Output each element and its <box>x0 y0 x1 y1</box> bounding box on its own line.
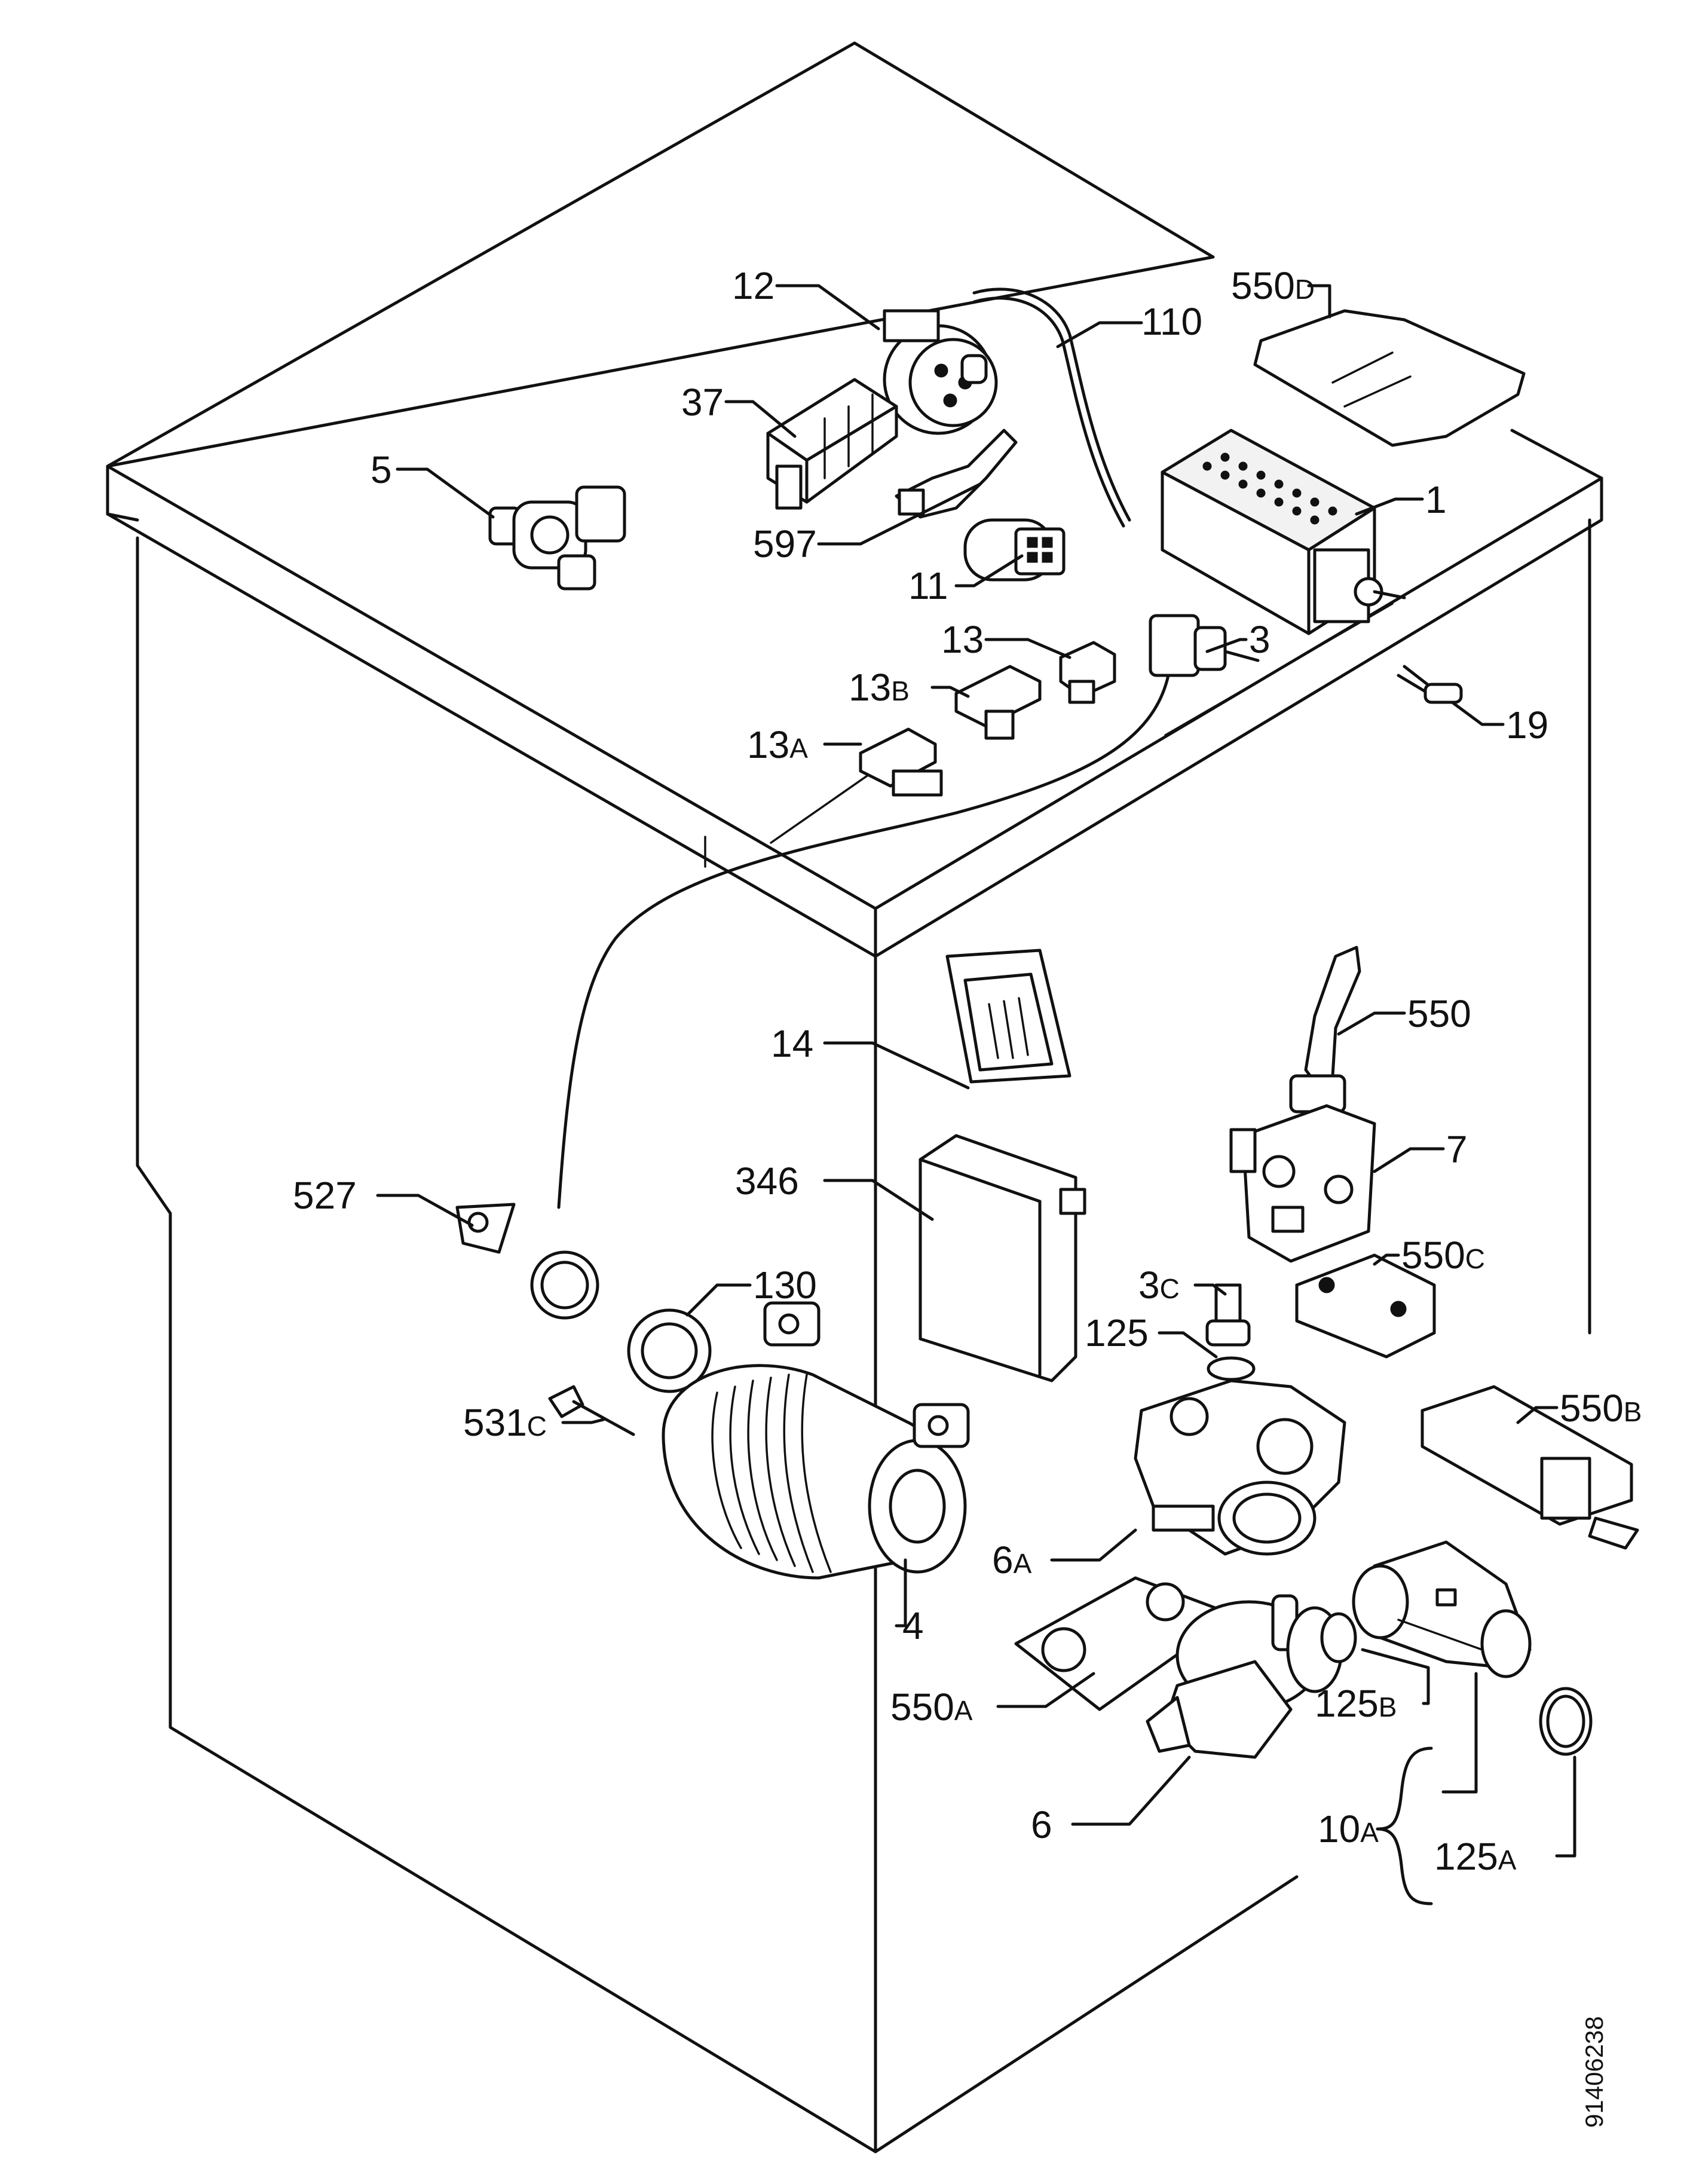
part-527-clip <box>455 1203 516 1254</box>
callout-110: 110 <box>1141 300 1202 343</box>
callout-11: 11 <box>908 564 948 607</box>
document-number: 91406238 <box>1580 2016 1608 2128</box>
callout-527: 527 <box>293 1174 357 1217</box>
callout-4: 4 <box>902 1604 924 1647</box>
callout-13A: 13A <box>747 723 808 766</box>
brace-10A-125A <box>1376 1746 1433 1905</box>
callout-346: 346 <box>735 1160 799 1203</box>
part-13A-connector <box>859 727 943 797</box>
callout-6A: 6A <box>992 1538 1032 1582</box>
part-7-door-lock <box>1229 1104 1376 1263</box>
callout-5: 5 <box>371 448 392 491</box>
callout-3C: 3C <box>1138 1264 1180 1307</box>
part-pump-housing <box>1134 1379 1346 1556</box>
part-125-seal <box>1207 1356 1256 1381</box>
part-3C-sensor <box>1205 1283 1251 1347</box>
callout-37: 37 <box>681 381 724 424</box>
part-531C-screw <box>548 1385 635 1436</box>
part-110-hose <box>972 287 1131 522</box>
callout-550: 550 <box>1407 992 1471 1035</box>
programmer-grid <box>1202 452 1337 525</box>
callout-125: 125 <box>1085 1311 1149 1354</box>
part-5-hose-connector <box>488 485 626 591</box>
part-125A-seal <box>1539 1687 1593 1756</box>
callout-531C: 531C <box>463 1401 547 1444</box>
callout-14: 14 <box>771 1022 813 1065</box>
callout-550B: 550B <box>1560 1387 1642 1430</box>
part-1-programmer <box>1161 429 1406 635</box>
part-550C-cover <box>1295 1253 1436 1359</box>
part-grommet <box>530 1250 599 1320</box>
part-6A-clamp <box>1014 1576 1233 1711</box>
callout-125A: 125A <box>1434 1835 1517 1878</box>
callout-6: 6 <box>1031 1803 1052 1846</box>
part-19-sensor <box>1397 665 1463 704</box>
part-110-hose-edge <box>972 296 1125 528</box>
part-125B-seal <box>1320 1612 1357 1663</box>
part-13-connector <box>1059 641 1116 704</box>
callout-550C: 550C <box>1401 1234 1485 1277</box>
part-3-cable <box>557 674 1170 1209</box>
callout-13: 13 <box>941 618 984 661</box>
part-11-capacitor <box>963 518 1066 582</box>
callout-7: 7 <box>1446 1128 1468 1171</box>
part-6-drain-pump <box>1146 1594 1343 1759</box>
part-4-motor <box>662 1301 970 1580</box>
part-346-dispenser-box <box>919 1134 1086 1382</box>
part-550-lever <box>1289 946 1361 1114</box>
leader-lines <box>376 284 1576 1905</box>
callout-550A: 550A <box>890 1686 973 1729</box>
part-37-terminal-block <box>766 378 898 510</box>
callout-10A: 10A <box>1318 1807 1379 1850</box>
callout-13B: 13B <box>849 666 910 709</box>
callout-3: 3 <box>1249 618 1270 661</box>
callout-130: 130 <box>753 1264 817 1307</box>
callout-550D: 550D <box>1231 264 1315 307</box>
part-3-selector-switch <box>1149 614 1260 677</box>
part-12-pressure-switch <box>883 309 998 435</box>
callout-1: 1 <box>1425 478 1447 521</box>
callout-125B: 125B <box>1315 1682 1397 1725</box>
part-14-door-panel <box>945 949 1071 1084</box>
callout-597: 597 <box>753 522 817 565</box>
part-550B-bracket <box>1420 1385 1639 1550</box>
motor-windings <box>711 1374 832 1573</box>
part-550D-cover <box>1253 309 1526 447</box>
part-597-bracket <box>895 429 1018 519</box>
callout-12: 12 <box>732 264 774 307</box>
callout-19: 19 <box>1506 703 1548 747</box>
part-10A-filter-housing <box>1352 1540 1532 1678</box>
appliance-cabinet <box>106 41 1603 2154</box>
part-13B-connector <box>954 665 1042 740</box>
callout-labels: 12 110 550D 37 5 1 597 11 13 3 13B 13A 1… <box>293 264 1642 1878</box>
part-130-bellows <box>627 1308 712 1393</box>
